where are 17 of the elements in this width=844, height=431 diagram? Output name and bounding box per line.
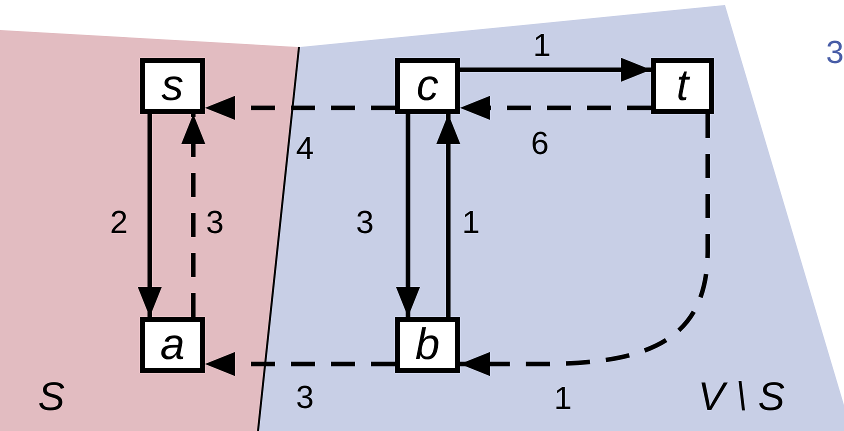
set-label: V \ S [698, 377, 785, 417]
page-number: 3 [826, 36, 844, 68]
edge-label: 1 [462, 206, 480, 238]
vertex-box: a [140, 317, 205, 373]
vertex-box: t [651, 58, 714, 114]
vertex-box: s [140, 58, 205, 114]
edge-label: 3 [356, 206, 374, 238]
edge-label: 2 [110, 206, 128, 238]
edge-label: 4 [296, 132, 314, 164]
edge-label: 1 [533, 29, 551, 61]
set-label: S [38, 377, 65, 417]
vertex-box: c [395, 58, 460, 114]
edge-label: 6 [531, 127, 549, 159]
edge-label: 3 [296, 381, 314, 413]
edge-label: 1 [554, 382, 572, 414]
vertex-box: b [395, 317, 460, 373]
edge-label: 3 [206, 206, 224, 238]
